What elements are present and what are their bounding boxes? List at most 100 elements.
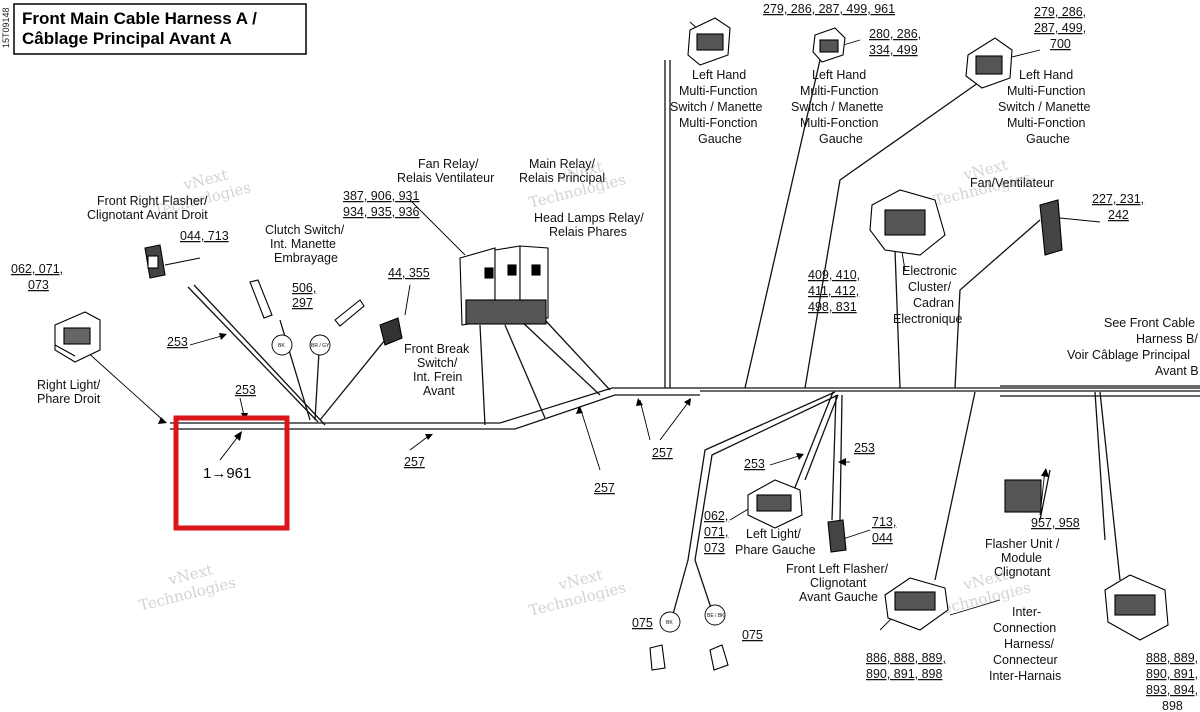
inter-label-1: Inter- xyxy=(1012,605,1041,619)
inter-connect-connector-1 xyxy=(884,577,949,631)
clutch-label-1: Clutch Switch/ xyxy=(265,223,345,237)
fan-label: Fan/Ventilateur xyxy=(970,176,1054,190)
brake-refs: 44, 355 xyxy=(388,266,430,280)
cluster-refs-2: 411, 412, xyxy=(808,284,859,298)
see-front-label-1: See Front Cable xyxy=(1104,316,1195,330)
lh3-refs-3: 700 xyxy=(1050,37,1071,51)
callout-label: 1→961 xyxy=(203,465,251,482)
lh2-label-2: Multi-Function xyxy=(800,84,879,98)
ll-refs-2: 071, xyxy=(704,525,728,539)
ic1-refs-1: 886, 888, 889, xyxy=(866,651,946,665)
fan-relay-label-1: Fan Relay/ xyxy=(418,157,479,171)
lh3-label-5: Gauche xyxy=(1026,132,1070,146)
tag-bk-1: BK xyxy=(278,343,285,349)
harness-wires xyxy=(170,59,1200,626)
lh1-label-1: Left Hand xyxy=(692,68,746,82)
frf-label-1: Front Right Flasher/ xyxy=(97,194,208,208)
relay-block xyxy=(459,245,549,326)
lh2-refs-2: 334, 499 xyxy=(869,43,918,57)
fan-refs-1: 227, 231, xyxy=(1092,192,1144,206)
rl-refs-1: 062, 071, xyxy=(11,262,63,276)
left-light-label-2: Phare Gauche xyxy=(735,543,816,557)
cluster-label-4: Electronique xyxy=(893,312,963,326)
left-light-connector xyxy=(747,479,803,529)
lh3-label-4: Multi-Fonction xyxy=(1007,116,1086,130)
component-labels: 279, 286, 287, 499, 961 Left Hand Multi-… xyxy=(11,2,1199,712)
wire-253-b: 253 xyxy=(235,383,256,397)
ref-075-right: 075 xyxy=(742,628,763,642)
flasher-label-3: Clignotant xyxy=(994,565,1051,579)
wire-253-d: 253 xyxy=(854,441,875,455)
wire-257-a: 257 xyxy=(404,455,425,469)
ll-refs-3: 073 xyxy=(704,541,725,555)
lh1-label-3: Switch / Manette xyxy=(670,100,762,114)
lh3-refs-1: 279, 286, xyxy=(1034,5,1086,19)
cluster-refs-3: 498, 831 xyxy=(808,300,857,314)
lh1-label-2: Multi-Function xyxy=(679,84,758,98)
lh-switch-connector-3 xyxy=(965,37,1013,89)
brake-switch-connector xyxy=(379,317,403,346)
right-light-label-2: Phare Droit xyxy=(37,392,101,406)
flf-label-3: Avant Gauche xyxy=(799,590,878,604)
lh-switch-connector-2 xyxy=(812,27,846,63)
wire-257-b: 257 xyxy=(594,481,615,495)
connectors xyxy=(54,17,1169,671)
flasher-label-1: Flasher Unit / xyxy=(985,537,1060,551)
tag-br-gy: BR / GY xyxy=(311,343,330,349)
right-light-connector xyxy=(54,311,101,363)
lh2-label-1: Left Hand xyxy=(812,68,866,82)
lh3-label-1: Left Hand xyxy=(1019,68,1073,82)
lh3-refs-2: 287, 499, xyxy=(1034,21,1086,35)
fan-connector xyxy=(1039,199,1063,256)
flasher-unit-connector xyxy=(1004,479,1042,513)
ic1-refs-2: 890, 891, 898 xyxy=(866,667,943,681)
fan-relay-refs-1: 387, 906, 931 xyxy=(343,189,420,203)
ic2-refs-2: 890, 891, xyxy=(1146,667,1198,681)
right-light-label-1: Right Light/ xyxy=(37,378,101,392)
clutch-refs-1: 506, xyxy=(292,281,316,295)
clutch-switch-terminals xyxy=(249,279,365,327)
left-light-label-1: Left Light/ xyxy=(746,527,801,541)
clutch-refs-2: 297 xyxy=(292,296,313,310)
front-right-flasher-connector xyxy=(144,244,166,279)
lh2-label-3: Switch / Manette xyxy=(791,100,883,114)
wire-257-c: 257 xyxy=(652,446,673,460)
lh3-label-3: Switch / Manette xyxy=(998,100,1090,114)
head-relay-label-1: Head Lamps Relay/ xyxy=(534,211,644,225)
main-relay-label-1: Main Relay/ xyxy=(529,157,596,171)
brake-label-3: Int. Frein xyxy=(413,370,462,384)
ic2-refs-4: 898 xyxy=(1162,699,1183,712)
lh1-refs: 279, 286, 287, 499, 961 xyxy=(763,2,895,16)
inter-label-2: Connection xyxy=(993,621,1056,635)
flf-refs-1: 713, xyxy=(872,515,896,529)
ic2-refs-3: 893, 894, xyxy=(1146,683,1198,697)
ic2-refs-1: 888, 889, xyxy=(1146,651,1198,665)
leader-lines xyxy=(84,21,1141,631)
terminal-075-right xyxy=(709,644,729,671)
ref-075-left: 075 xyxy=(632,616,653,630)
see-front-label-3: Voir Câblage Principal xyxy=(1067,348,1190,362)
highlight-callout: 1→961 xyxy=(173,415,290,531)
rl-refs-2: 073 xyxy=(28,278,49,292)
flf-label-2: Clignotant xyxy=(810,576,867,590)
see-front-label-4: Avant B xyxy=(1155,364,1199,378)
cluster-connector xyxy=(869,189,946,256)
watermark: vNext Technologies xyxy=(527,566,628,620)
title-line-1: Front Main Cable Harness A / xyxy=(22,9,257,28)
terminal-075-left xyxy=(649,644,666,671)
clutch-label-3: Embrayage xyxy=(274,251,338,265)
lh2-label-5: Gauche xyxy=(819,132,863,146)
inter-label-3: Harness/ xyxy=(1004,637,1055,651)
fan-refs-2: 242 xyxy=(1108,208,1129,222)
frf-label-2: Clignotant Avant Droit xyxy=(87,208,208,222)
tag-be-bk: BE / BK xyxy=(707,613,725,619)
see-front-label-2: Harness B/ xyxy=(1136,332,1198,346)
wire-253-a: 253 xyxy=(167,335,188,349)
lh-switch-connector-1 xyxy=(687,17,731,66)
fan-relay-label-2: Relais Ventilateur xyxy=(397,171,494,185)
inter-label-5: Inter-Harnais xyxy=(989,669,1061,683)
tag-bk-2: BK xyxy=(666,620,673,626)
lh3-label-2: Multi-Function xyxy=(1007,84,1086,98)
